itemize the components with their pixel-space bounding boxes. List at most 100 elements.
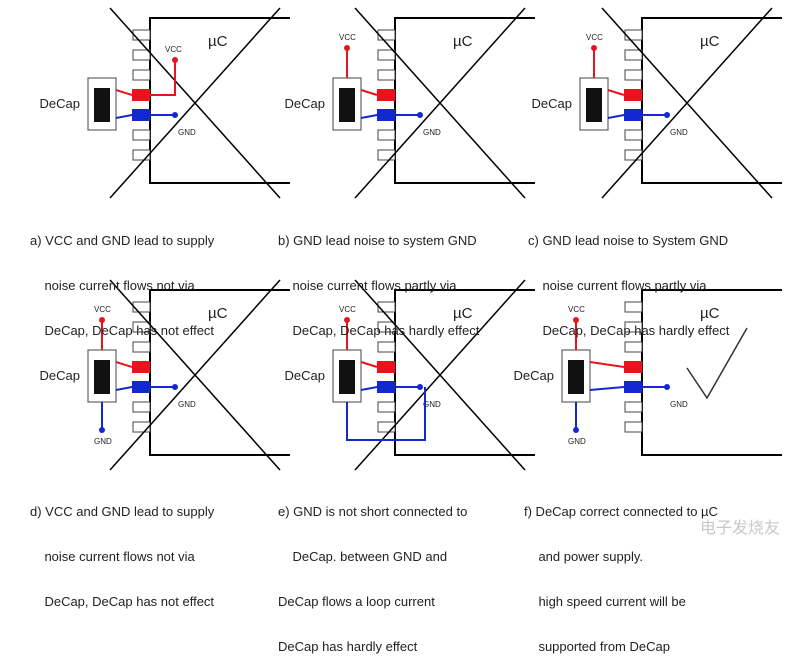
mcu-pin <box>624 69 643 81</box>
gnd-terminal <box>664 384 670 390</box>
watermark: 电子发烧友 <box>700 518 781 537</box>
mcu-pin <box>132 401 151 413</box>
caption-e-line-1: e) GND is not short connected to <box>278 504 468 519</box>
gnd-loop-trace <box>346 387 426 441</box>
mcu-pin <box>624 421 643 433</box>
decap-body <box>586 88 602 122</box>
caption-f-line-4: supported from DeCap <box>524 639 670 654</box>
mcu-pin <box>624 49 643 61</box>
mcu-pin <box>377 401 396 413</box>
mcu-label: µC <box>208 33 228 50</box>
vcc-trace <box>115 361 133 368</box>
gnd-terminal <box>172 112 178 118</box>
vcc-terminal <box>344 317 350 323</box>
mcu-pin <box>377 49 396 61</box>
caption-a: a) VCC and GND lead to supply noise curr… <box>30 203 214 353</box>
mcu-pin <box>132 421 151 433</box>
caption-c-line-3: DeCap, DeCap has hardly effect <box>528 323 730 338</box>
decap-body <box>339 360 355 394</box>
gnd-terminal <box>99 427 105 433</box>
vcc-pin <box>377 89 395 101</box>
gnd-terminal <box>417 112 423 118</box>
gnd-label: GND <box>670 128 688 137</box>
caption-b-line-2: noise current flows partly via <box>278 278 457 293</box>
mcu-label: µC <box>453 33 473 50</box>
caption-f-line-3: high speed current will be <box>524 594 686 609</box>
mcu-pin <box>377 69 396 81</box>
mcu-pin <box>132 69 151 81</box>
caption-b-line-3: DeCap, DeCap has hardly effect <box>278 323 480 338</box>
caption-e-line-2: DeCap. between GND and <box>278 549 448 564</box>
vcc-terminal <box>573 317 579 323</box>
mcu-pin <box>377 149 396 161</box>
caption-f: f) DeCap correct connected to µC and pow… <box>524 474 718 669</box>
vcc-label: VCC <box>165 45 182 54</box>
vcc-trace <box>115 62 176 96</box>
caption-a-line-1: a) VCC and GND lead to supply <box>30 233 215 248</box>
gnd-trace <box>360 114 420 119</box>
caption-f-line-1: f) DeCap correct connected to µC <box>524 504 718 519</box>
caption-d-line-1: d) VCC and GND lead to supply <box>30 504 215 519</box>
caption-d: d) VCC and GND lead to supply noise curr… <box>30 474 214 624</box>
vcc-pin <box>624 89 642 101</box>
vcc-pin <box>624 361 642 373</box>
decap-label: DeCap <box>514 368 554 383</box>
vcc-pin <box>132 361 150 373</box>
decap-label: DeCap <box>285 96 325 111</box>
caption-d-line-2: noise current flows not via <box>30 549 195 564</box>
mcu-label: µC <box>700 305 720 322</box>
mcu-pin <box>132 341 151 353</box>
caption-d-line-3: DeCap, DeCap has not effect <box>30 594 215 609</box>
mcu-pin <box>377 29 396 41</box>
decap-label: DeCap <box>40 368 80 383</box>
mcu-pin <box>624 401 643 413</box>
vcc-terminal <box>172 57 178 63</box>
gnd-trace <box>589 386 667 391</box>
mcu-pin <box>624 129 643 141</box>
mcu-pin <box>377 321 396 333</box>
mcu-pin <box>132 149 151 161</box>
mcu-pin <box>132 49 151 61</box>
decap-label: DeCap <box>532 96 572 111</box>
gnd-terminal <box>172 384 178 390</box>
cross-line <box>109 7 281 199</box>
vcc-terminal <box>591 45 597 51</box>
decap-body <box>94 88 110 122</box>
cross-line <box>354 279 526 471</box>
mcu-pin <box>624 29 643 41</box>
mcu-pin <box>377 129 396 141</box>
mcu-pin <box>624 149 643 161</box>
gnd-terminal <box>417 384 423 390</box>
caption-c-line-1: c) GND lead noise to System GND <box>528 233 729 248</box>
decap-label: DeCap <box>40 96 80 111</box>
caption-e-line-3: DeCap flows a loop current <box>278 594 435 609</box>
caption-e-line-4: DeCap has hardly effect <box>278 639 418 654</box>
vcc-trace <box>607 89 625 96</box>
caption-a-line-3: DeCap, DeCap has not effect <box>30 323 215 338</box>
mcu-label: µC <box>453 305 473 322</box>
gnd-trace <box>115 114 175 119</box>
caption-f-line-2: and power supply. <box>524 549 643 564</box>
mcu-pin <box>132 29 151 41</box>
mcu-pin <box>377 341 396 353</box>
gnd-trace <box>115 386 175 391</box>
caption-c: c) GND lead noise to System GND noise cu… <box>528 203 729 353</box>
caption-e: e) GND is not short connected to DeCap. … <box>278 474 467 669</box>
vcc-terminal <box>344 45 350 51</box>
vcc-pin <box>377 361 395 373</box>
vcc-label: VCC <box>568 305 585 314</box>
decap-body <box>568 360 584 394</box>
vcc-label: VCC <box>339 33 356 42</box>
mcu-pin <box>624 321 643 333</box>
mcu-pin <box>132 321 151 333</box>
mcu-label: µC <box>208 305 228 322</box>
caption-b-line-1: b) GND lead noise to system GND <box>278 233 477 248</box>
gnd-label: GND <box>568 437 586 446</box>
vcc-label: VCC <box>339 305 356 314</box>
gnd-label: GND <box>423 128 441 137</box>
decoupling-diagram: µCDeCapVCCGNDµCDeCapVCCGNDµCDeCapVCCGNDµ… <box>40 7 782 471</box>
gnd-terminal <box>664 112 670 118</box>
